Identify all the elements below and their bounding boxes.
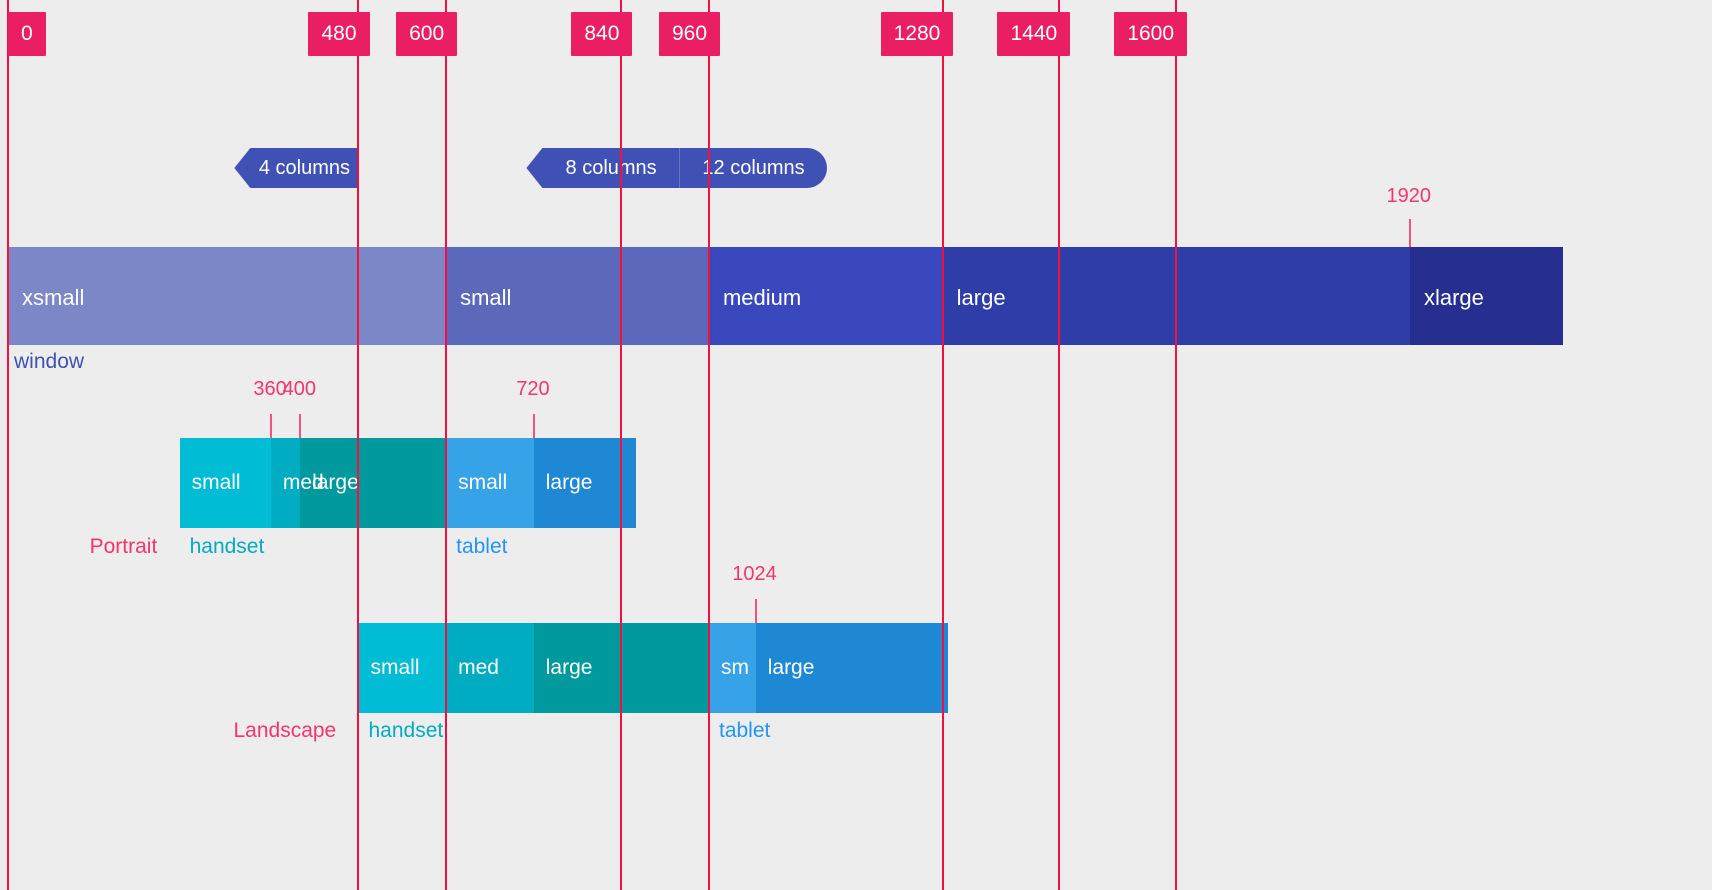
portrait-handset-tick-400 <box>299 414 302 438</box>
landscape-handset-seg-label-small: small <box>370 656 420 679</box>
landscape-tablet-tick-1024 <box>754 599 757 623</box>
portrait-tablet-caption: tablet <box>456 535 508 558</box>
breakpoint-tag-0[interactable]: 0 <box>8 12 46 56</box>
landscape-tablet-seg-sm <box>708 623 756 713</box>
breakpoint-rule-840 <box>620 0 623 890</box>
landscape-tablet-seg-label-large: large <box>767 656 815 679</box>
landscape-tablet-tick-label-1024: 1024 <box>732 563 777 585</box>
window-band-small <box>446 247 709 345</box>
breakpoint-tag-840[interactable]: 840 <box>571 12 633 56</box>
landscape-tablet-seg-label-sm: sm <box>720 656 749 679</box>
breakpoint-tag-1440[interactable]: 1440 <box>997 12 1071 56</box>
portrait-handset-seg-label-med: med <box>282 471 324 494</box>
window-band-label-xsmall: xsmall <box>22 285 85 310</box>
landscape-tablet-seg-large <box>755 623 949 713</box>
window-band-label-large: large <box>956 285 1006 310</box>
landscape-row-label: Landscape <box>233 719 337 742</box>
window-tick-label-1920: 1920 <box>1386 185 1431 207</box>
portrait-handset-seg-med <box>270 438 301 528</box>
portrait-handset-tick-label-400: 400 <box>282 378 316 400</box>
breakpoint-rule-480 <box>357 0 360 890</box>
breakpoint-rule-1280 <box>941 0 944 890</box>
breakpoint-rule-1600 <box>1175 0 1178 890</box>
landscape-handset-caption: handset <box>368 719 444 742</box>
portrait-handset-tick-360 <box>269 414 272 438</box>
columns-chip-12-columns[interactable]: 12 columns <box>679 148 828 188</box>
breakpoint-rule-0 <box>7 0 9 890</box>
landscape-handset-seg-med <box>446 623 534 713</box>
landscape-tablet-caption: tablet <box>718 719 771 742</box>
portrait-tablet-tick-720 <box>532 414 535 438</box>
columns-chip-4-columns[interactable]: 4 columns <box>234 148 359 188</box>
window-band-xlarge <box>1409 247 1564 345</box>
portrait-handset-seg-large <box>300 438 359 528</box>
breakpoint-rule-1440 <box>1058 0 1061 890</box>
breakpoint-rule-960 <box>707 0 710 890</box>
landscape-handset-seg-label-large: large <box>545 656 593 679</box>
portrait-handset-seg-small <box>179 438 271 528</box>
window-band-label-small: small <box>460 285 512 310</box>
window-band-label-xlarge: xlarge <box>1423 285 1484 310</box>
window-band-xsmall <box>8 247 447 345</box>
landscape-handset-seg-label-med: med <box>458 656 499 679</box>
landscape-handset-seg-large-ext <box>621 623 709 713</box>
window-tick-1920 <box>1408 219 1411 247</box>
portrait-handset-seg-large-ext <box>358 438 447 528</box>
portrait-tablet-seg-small <box>446 438 534 528</box>
portrait-tablet-seg-large <box>533 438 636 528</box>
breakpoint-tag-960[interactable]: 960 <box>658 12 721 56</box>
portrait-tablet-seg-label-large: large <box>545 471 593 494</box>
portrait-row-label: Portrait <box>89 535 158 558</box>
breakpoint-tag-600[interactable]: 600 <box>396 12 458 56</box>
portrait-handset-seg-label-small: small <box>191 471 241 494</box>
breakpoint-tag-1280[interactable]: 1280 <box>880 12 954 56</box>
columns-chip-8-columns[interactable]: 8 columns <box>526 148 680 188</box>
breakpoint-rule-600 <box>445 0 448 890</box>
window-band-medium <box>708 247 943 345</box>
portrait-handset-caption: handset <box>189 535 265 558</box>
portrait-handset-seg-label-large: large <box>312 471 359 494</box>
landscape-handset-seg-small <box>358 623 447 713</box>
breakpoint-tag-1600[interactable]: 1600 <box>1114 12 1188 56</box>
landscape-handset-seg-large <box>533 623 622 713</box>
portrait-tablet-tick-label-720: 720 <box>516 378 550 400</box>
window-band-label-medium: medium <box>722 285 802 310</box>
breakpoint-tag-480[interactable]: 480 <box>308 12 370 56</box>
window-caption: window <box>14 350 85 373</box>
portrait-handset-tick-label-360: 360 <box>253 378 287 400</box>
portrait-tablet-seg-label-small: small <box>458 471 508 494</box>
